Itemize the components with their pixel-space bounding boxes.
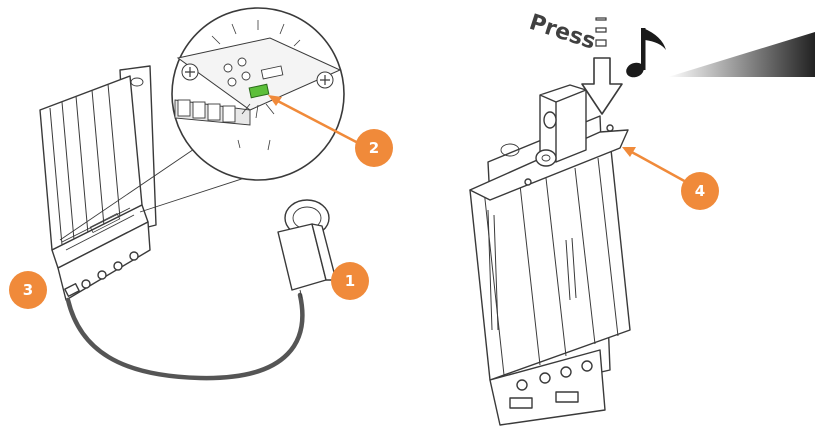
step-badge-circle <box>681 172 719 210</box>
music-note-icon <box>626 28 666 78</box>
press-label: Press <box>526 10 598 55</box>
screw-icon <box>316 71 334 89</box>
volume-ramp-icon <box>668 32 815 77</box>
status-led <box>248 83 270 99</box>
step-badge-4: 4 <box>681 172 719 210</box>
right-device <box>469 84 631 426</box>
step-badge-circle <box>355 129 393 167</box>
step-badge-3: 3 <box>9 271 47 309</box>
step-badge-circle <box>331 262 369 300</box>
power-cable <box>65 292 305 381</box>
screw-icon <box>181 63 199 81</box>
zoom-detail <box>171 7 345 181</box>
down-arrow-icon <box>581 17 623 115</box>
step-badge-label: 4 <box>695 182 705 200</box>
power-adapter-icon <box>277 199 337 299</box>
step-badge-1: 1 <box>331 262 369 300</box>
step-badge-label: 3 <box>23 281 33 299</box>
step-badge-2: 2 <box>355 129 393 167</box>
step-badge-label: 2 <box>369 139 379 157</box>
step-badge-circle <box>9 271 47 309</box>
step-badge-label: 1 <box>345 272 355 290</box>
left-device <box>39 65 157 301</box>
